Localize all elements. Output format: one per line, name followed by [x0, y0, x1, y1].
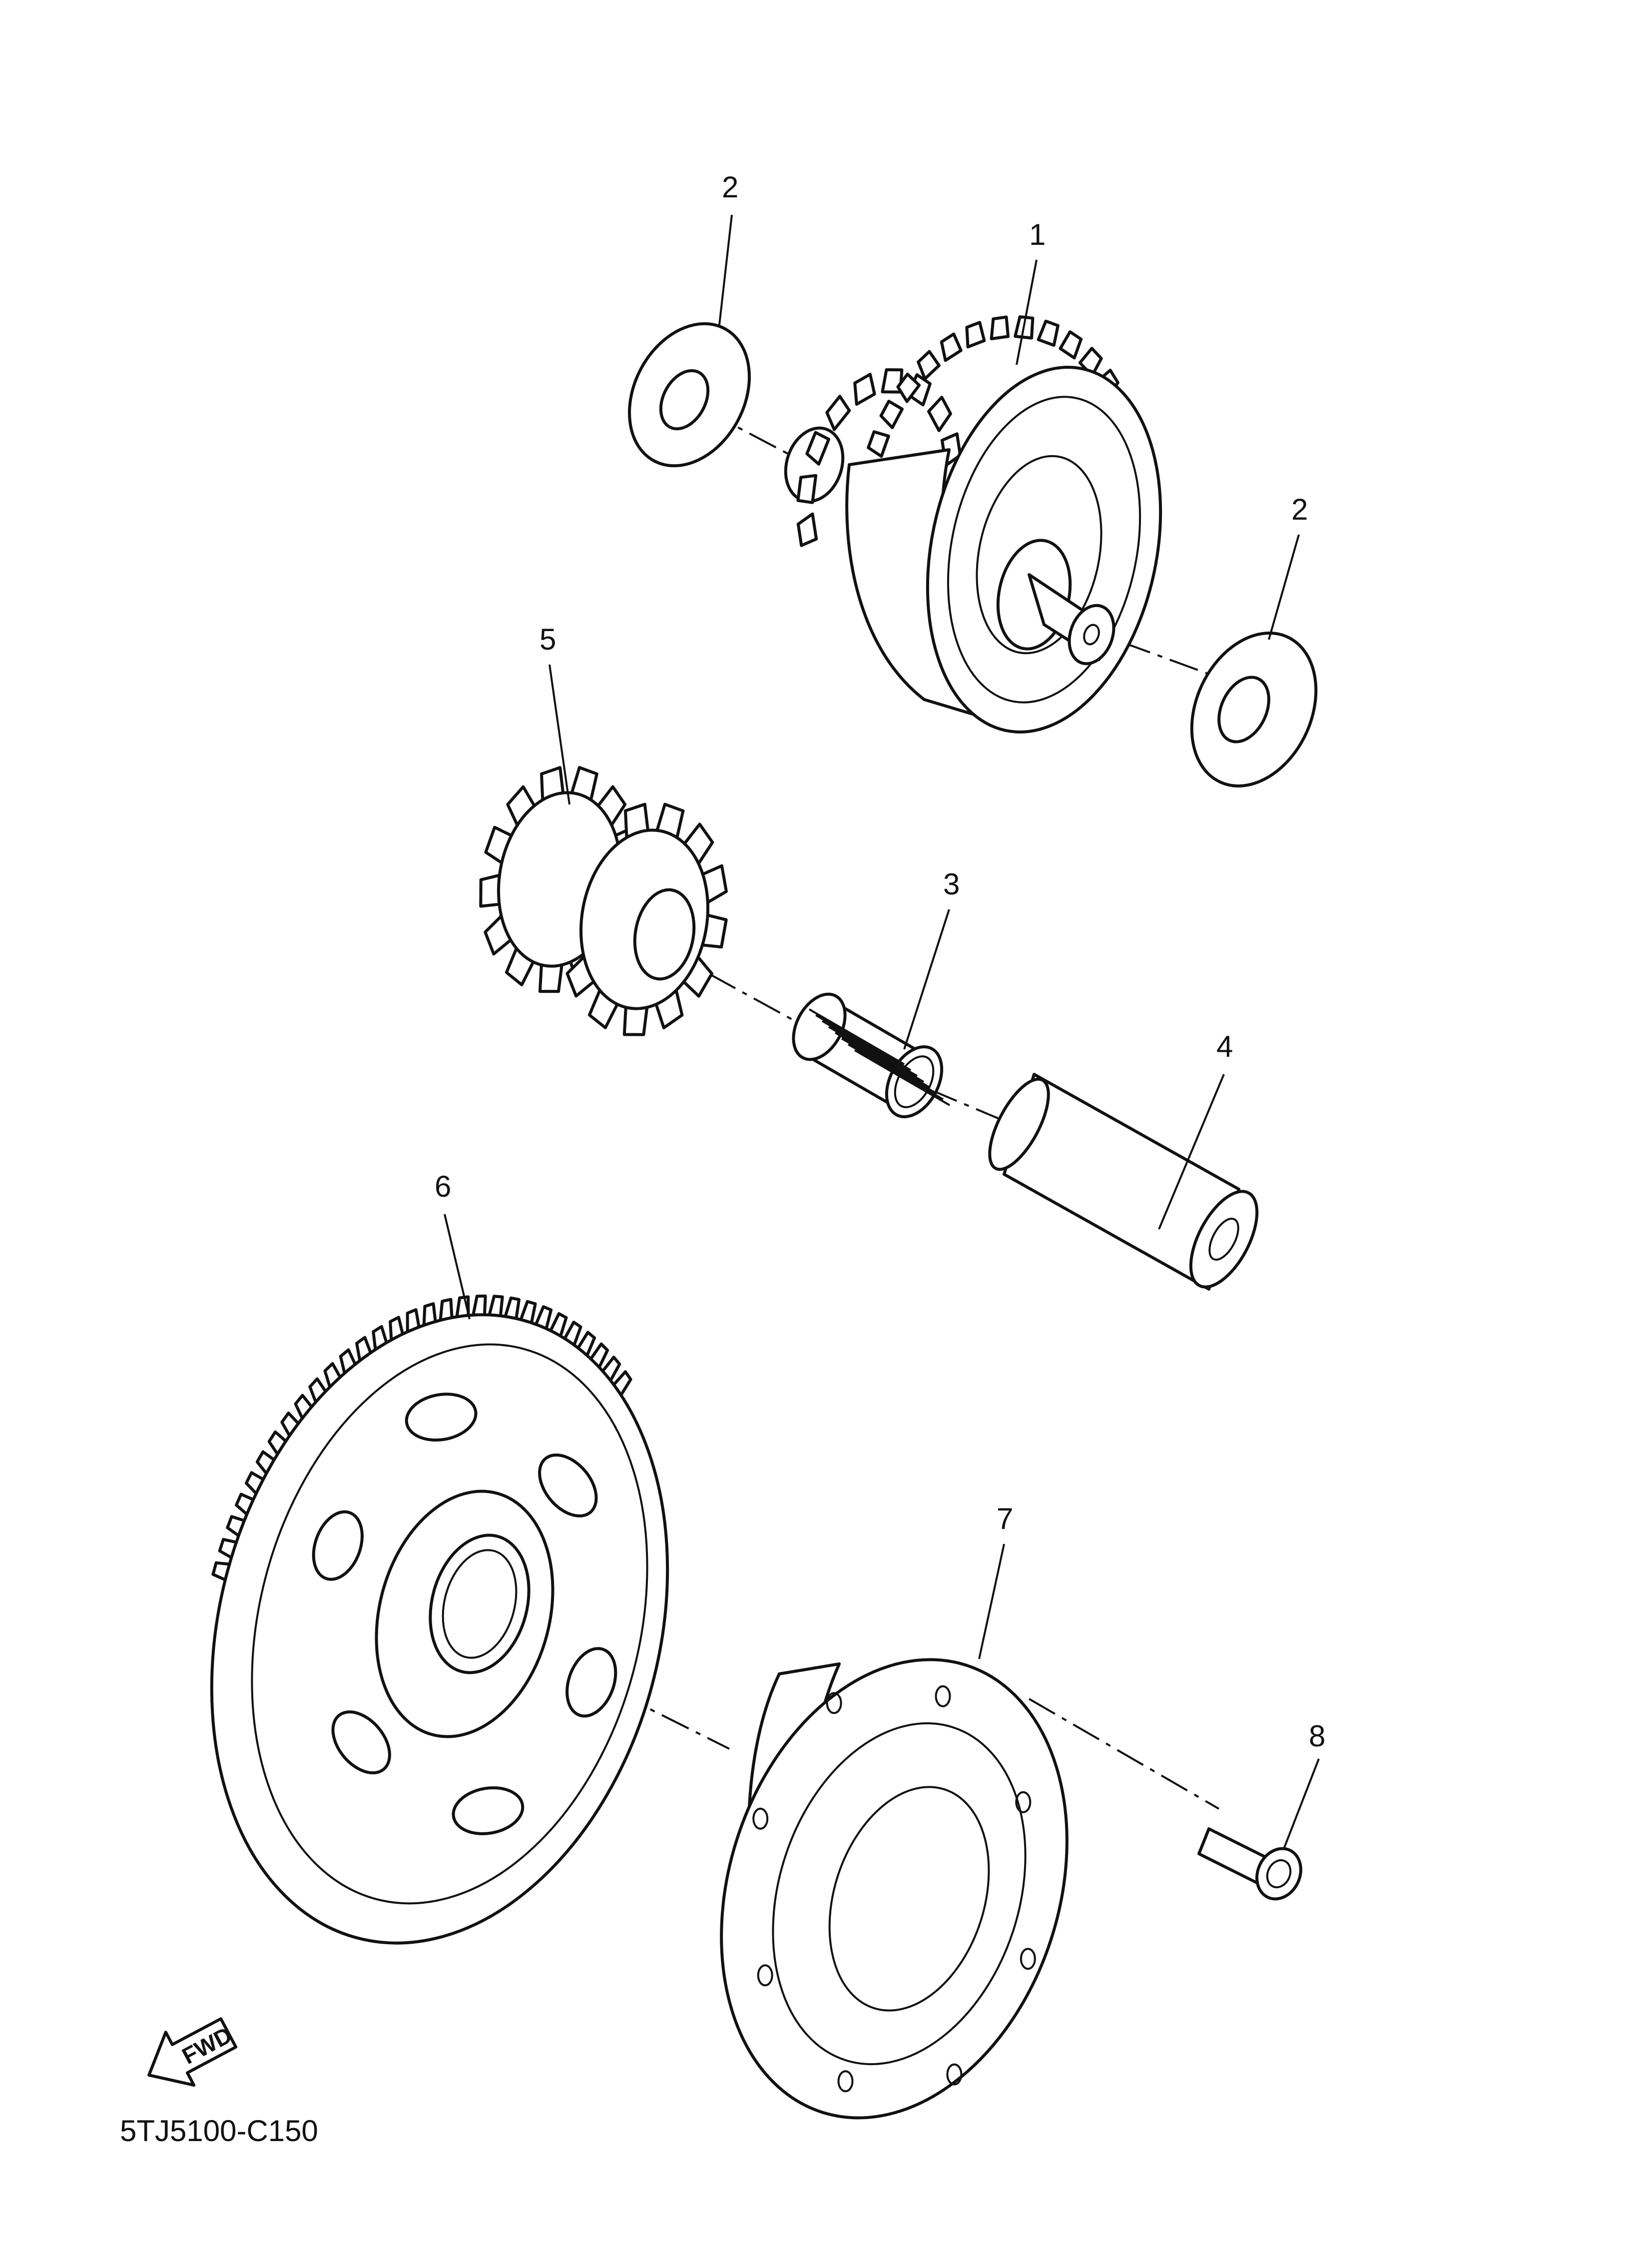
- needle-roller: [834, 1032, 931, 1089]
- gear-tooth: [796, 512, 818, 547]
- part-5-double-gear: [479, 766, 728, 1036]
- gear-window: [452, 1786, 525, 1835]
- part-3-needle-bearing: [792, 992, 951, 1118]
- needle-roller: [808, 1008, 905, 1065]
- gear-tooth: [940, 332, 963, 362]
- diagram-code: 5TJ5100-C150: [120, 2114, 318, 2148]
- callout-7: 7: [997, 1502, 1013, 1535]
- gear-window: [565, 1647, 617, 1718]
- needle-roller: [815, 1014, 912, 1071]
- gear-tooth: [990, 315, 1010, 340]
- callout-6: 6: [435, 1170, 451, 1203]
- callout-2-upper: 2: [722, 170, 738, 204]
- gear-window: [312, 1510, 364, 1581]
- part-4-shaft: [988, 1073, 1259, 1291]
- callout-5: 5: [540, 623, 556, 656]
- callouts: 1 2 2 3 4 5 6 7 8: [435, 170, 1325, 1753]
- needle-roller: [841, 1037, 938, 1095]
- gear-tooth: [917, 350, 941, 381]
- gear-tooth: [867, 430, 890, 458]
- callout-4: 4: [1216, 1030, 1233, 1063]
- leader-lines: [444, 214, 1320, 1849]
- part-2-washer-upper: [628, 322, 751, 468]
- needle-roller: [854, 1049, 951, 1106]
- callout-3: 3: [943, 867, 960, 901]
- needle-roller: [828, 1026, 925, 1083]
- gear-tooth: [927, 396, 952, 432]
- callout-1: 1: [1029, 218, 1046, 251]
- bolt-hole: [1020, 1948, 1036, 1970]
- needle-roller: [847, 1043, 944, 1100]
- gear-tooth: [805, 431, 830, 466]
- callout-2-lower: 2: [1291, 493, 1308, 526]
- bolt-hole: [935, 1685, 951, 1707]
- gear-tooth: [1059, 330, 1083, 360]
- gear-tooth: [965, 321, 986, 349]
- gear-tooth: [1037, 319, 1060, 347]
- part-6-starter-wheel-gear: [210, 1294, 669, 1945]
- part-1-idler-gear-assembly: [784, 315, 1162, 734]
- needle-roller: [821, 1020, 918, 1077]
- part-2-washer-lower: [1190, 632, 1318, 787]
- gear-window: [405, 1393, 478, 1442]
- part-8-bolt: [1197, 1827, 1302, 1901]
- bolt-hole: [826, 1692, 842, 1714]
- part-7-one-way-clutch: [720, 1658, 1069, 2120]
- gear-window: [538, 1453, 598, 1517]
- gear-tooth: [825, 395, 851, 431]
- bolt-hole: [1015, 1791, 1032, 1813]
- gear-tooth: [538, 963, 563, 993]
- bolt-hole: [752, 1807, 769, 1830]
- gear-tooth: [622, 1006, 649, 1036]
- gear-tooth: [479, 873, 501, 908]
- gear-tooth: [472, 1294, 487, 1317]
- gear-tooth: [853, 373, 876, 406]
- bolt-hole: [946, 2063, 963, 2086]
- bolt-hole: [757, 1964, 773, 1987]
- gear-tooth: [879, 400, 904, 429]
- gear-tooth: [796, 474, 818, 504]
- gear-window: [331, 1710, 391, 1775]
- fwd-arrow-icon: FWD: [147, 2017, 238, 2087]
- callout-8: 8: [1309, 1719, 1325, 1753]
- bolt-hole: [837, 2070, 854, 2093]
- gear-tooth: [896, 372, 921, 403]
- gear-tooth: [488, 1295, 504, 1318]
